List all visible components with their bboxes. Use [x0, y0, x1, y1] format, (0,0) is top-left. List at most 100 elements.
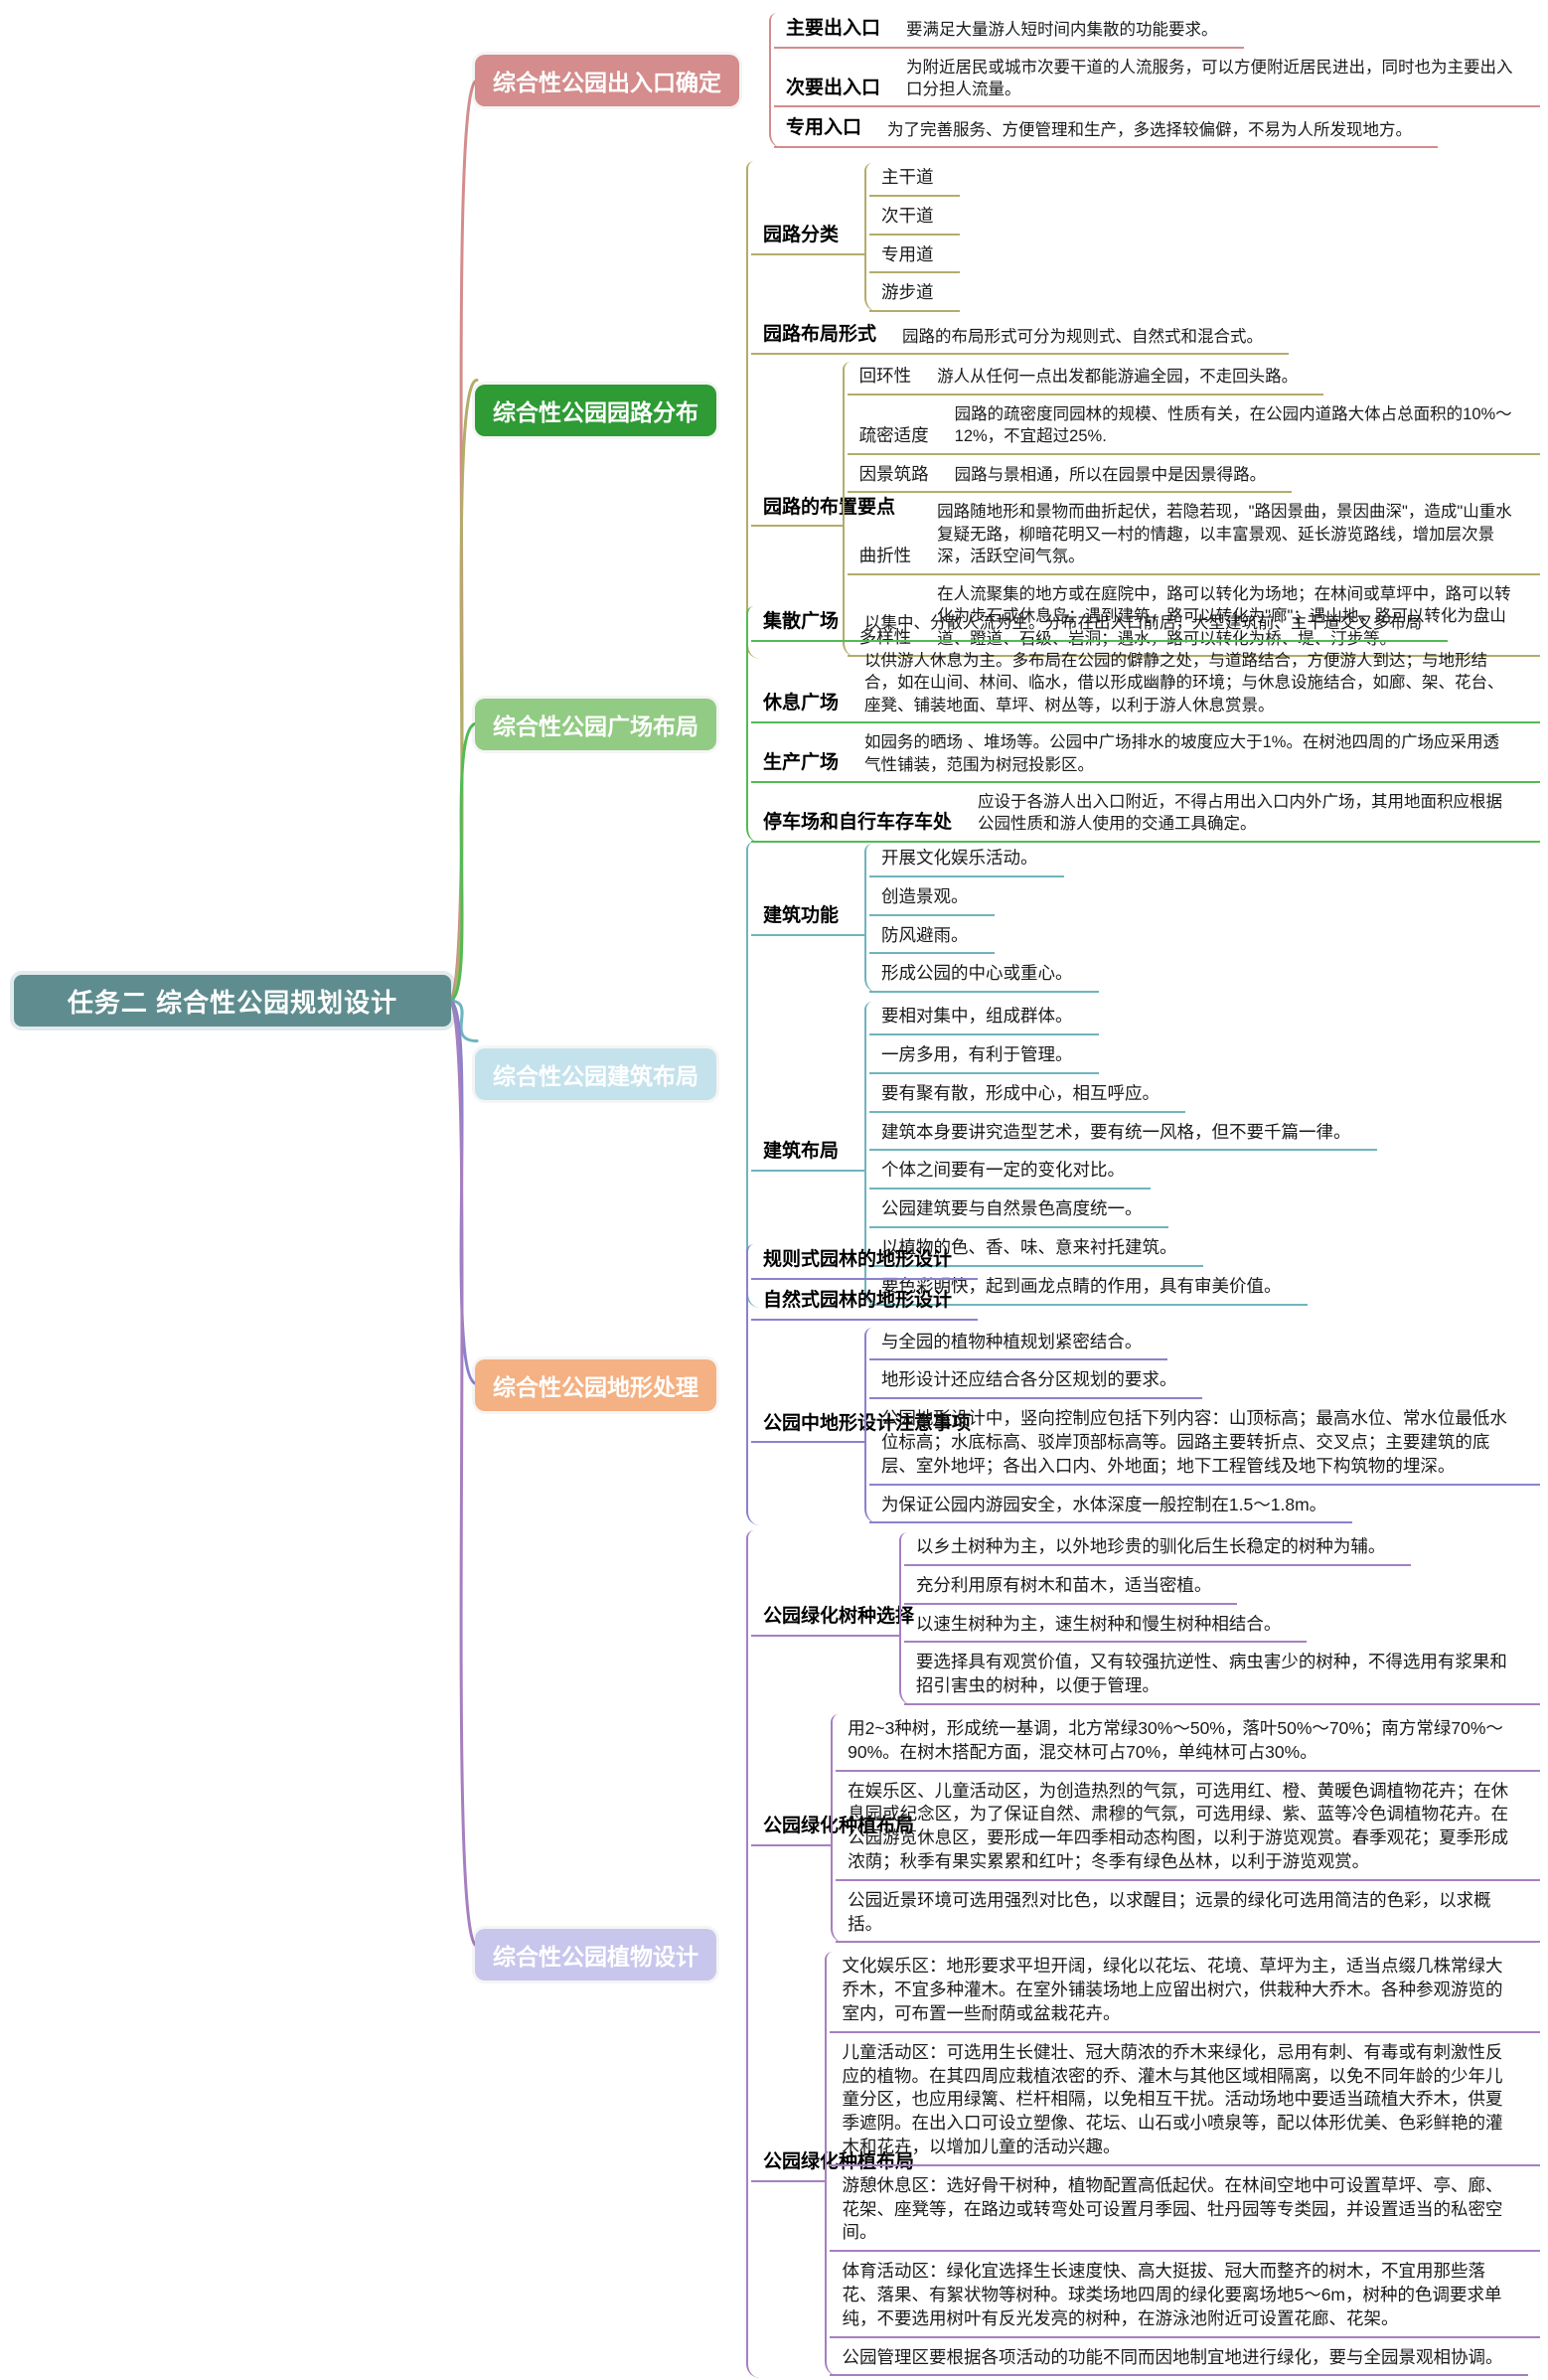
branch-section-4: 综合性公园建筑布局建筑功能开展文化娱乐活动。创造景观。防风避雨。形成公园的中心或… [475, 840, 1540, 1310]
node: 集散广场以集中、分散人流为主。分布在出入口前后，大型建筑前、主干道交叉多布局 [751, 606, 1540, 642]
mindmap-node[interactable]: 休息广场以供游人休息为主。多布局在公园的僻静之处，与道路结合，方便游人到达；与地… [751, 647, 1540, 724]
mindmap-node[interactable]: 地形设计还应结合各分区规划的要求。 [868, 1365, 1203, 1400]
mindmap-node[interactable]: 园路布局形式园路的布局形式可分为规则式、自然式和混合式。 [751, 319, 1290, 356]
mindmap-node[interactable]: 建筑本身要讲究造型艺术，要有统一风格，但不要千篇一律。 [869, 1118, 1377, 1152]
mindmap-node[interactable]: 规则式园林的地形设计 [751, 1244, 979, 1280]
mindmap-node[interactable]: 公园近景环境可选用强烈对比色，以求醒目；远景的绿化可选用简洁的色彩，以求概括。 [836, 1886, 1540, 1944]
node: 要相对集中，组成群体。 [869, 1002, 1540, 1035]
node-label: 开展文化娱乐活动。 [881, 848, 1038, 868]
branch-section-3: 综合性公园广场布局 集散广场以集中、分散人流为主。分布在出入口前后，大型建筑前、主… [475, 604, 1540, 845]
mindmap-node[interactable]: 公园绿化种植布局 [751, 2146, 914, 2182]
node: 公园地形设计中，竖向控制应包括下列内容：山顶标高；最高水位、常水位最低水位标高；… [868, 1404, 1540, 1486]
mindmap-node[interactable]: 以速生树种为主，速生树种和慢生树种相结合。 [903, 1610, 1308, 1644]
node-label: 要色彩明快，起到画龙点睛的作用，具有审美价值。 [881, 1275, 1282, 1296]
node-label: 要相对集中，组成群体。 [881, 1006, 1073, 1027]
mindmap-node[interactable]: 公园地形设计中，竖向控制应包括下列内容：山顶标高；最高水位、常水位最低水位标高；… [868, 1404, 1540, 1486]
mindmap-node[interactable]: 停车场和自行车存车处应设于各游人出入口附近，不得占用出入口内外广场，其用地面积应… [751, 788, 1540, 843]
mindmap-node[interactable]: 公园绿化种植布局 [751, 1811, 914, 1847]
node: 要色彩明快，起到画龙点睛的作用，具有审美价值。 [869, 1272, 1540, 1306]
node-label: 儿童活动区：可选用生长健壮、冠大荫浓的乔木来绿化，忌用有刺、有毒或有刺激性反应的… [842, 2041, 1503, 2156]
mindmap-node[interactable]: 一房多用，有利于管理。 [869, 1040, 1099, 1074]
mindmap-node[interactable]: 要选择具有观赏价值，又有较强抗逆性、病虫害少的树种，不得选用有浆果和招引害虫的树… [903, 1648, 1540, 1705]
root-node[interactable]: 任务二 综合性公园规划设计 [14, 975, 451, 1027]
branch-node[interactable]: 综合性公园园路分布 [475, 384, 716, 436]
mindmap-node[interactable]: 园路分类 [751, 220, 865, 255]
mindmap-node[interactable]: 建筑功能 [751, 900, 865, 936]
node-children: 开展文化娱乐活动。创造景观。防风避雨。形成公园的中心或重心。 [864, 844, 1540, 994]
node-label: 以乡土树种为主，以外地珍贵的驯化后生长稳定的树种为辅。 [915, 1536, 1386, 1556]
mindmap-node[interactable]: 创造景观。 [869, 882, 995, 916]
mindmap-node[interactable]: 公园建筑要与自然景色高度统一。 [869, 1194, 1168, 1228]
node-label: 规则式园林的地形设计 [763, 1249, 953, 1270]
branch-section-6: 综合性公园植物设计 公园绿化树种选择 以乡土树种为主，以外地珍贵的驯化后生长稳定的树… [475, 1528, 1540, 2380]
mindmap-node[interactable]: 回环性游人从任何一点出发都能游遍全园，不走回头路。 [847, 362, 1324, 396]
mindmap-node[interactable]: 要有聚有散，形成中心，相互呼应。 [869, 1079, 1186, 1113]
node-label: 公园绿化树种选择 [763, 1606, 915, 1628]
mindmap-node[interactable]: 园路的布置要点 [751, 492, 895, 528]
branch-node[interactable]: 综合性公园植物设计 [475, 1928, 716, 1981]
mindmap-node[interactable]: 公园中地形设计注意事项 [751, 1408, 971, 1444]
mindmap-node[interactable]: 充分利用原有树木和苗木，适当密植。 [903, 1571, 1238, 1605]
mindmap-node[interactable]: 主要出入口要满足大量游人短时间内集散的功能要求。 [774, 13, 1244, 49]
mindmap-node[interactable]: 体育活动区：绿化宜选择生长速度快、高大挺拔、冠大而整齐的树木，不宜用那些落花、落… [830, 2257, 1540, 2338]
mindmap-node[interactable]: 形成公园的中心或重心。 [869, 959, 1099, 994]
mindmap-node[interactable]: 开展文化娱乐活动。 [869, 844, 1064, 877]
node: 一房多用，有利于管理。 [869, 1040, 1540, 1074]
branch-node[interactable]: 综合性公园建筑布局 [475, 1048, 716, 1101]
branch-connector-path [447, 721, 479, 1003]
node-label: 建筑布局 [763, 1140, 840, 1162]
mindmap-node[interactable]: 要色彩明快，起到画龙点睛的作用，具有审美价值。 [869, 1272, 1308, 1306]
mindmap-node[interactable]: 建筑布局 [751, 1136, 865, 1172]
node: 公园绿化种植布局 用2~3种树，形成统一基调，北方常绿30%～50%，落叶50%～… [751, 1712, 1540, 1945]
node: 为保证公园内游园安全，水体深度一般控制在1.5～1.8m。 [868, 1491, 1540, 1524]
mindmap-node[interactable]: 集散广场以集中、分散人流为主。分布在出入口前后，大型建筑前、主干道交叉多布局 [751, 606, 1449, 642]
mindmap-node[interactable]: 自然式园林的地形设计 [751, 1285, 979, 1321]
mindmap-node[interactable]: 用2~3种树，形成统一基调，北方常绿30%～50%，落叶50%～70%；南方常绿… [836, 1714, 1540, 1772]
node: 以乡土树种为主，以外地珍贵的驯化后生长稳定的树种为辅。 [903, 1532, 1540, 1566]
branch-node[interactable]: 综合性公园广场布局 [475, 698, 716, 750]
mindmap-node[interactable]: 专用入口为了完善服务、方便管理和生产，多选择较偏僻，不易为人所发现地方。 [774, 112, 1439, 149]
mindmap-node[interactable]: 生产广场如园务的晒场 、堆场等。公园中广场排水的坡度应大于1%。在树池四周的广场… [751, 728, 1540, 784]
mindmap-node[interactable]: 专用道 [869, 240, 960, 274]
branch-section-2: 综合性公园园路分布园路分类主干道次干道专用道游步道园路布局形式园路的布局形式可分… [475, 159, 1540, 661]
branch-node[interactable]: 综合性公园地形处理 [475, 1358, 716, 1411]
node-label: 园路的布置要点 [763, 496, 896, 518]
node: 用2~3种树，形成统一基调，北方常绿30%～50%，落叶50%～70%；南方常绿… [836, 1714, 1540, 1772]
node-label: 与全园的植物种植规划紧密结合。 [880, 1331, 1143, 1351]
mindmap-node[interactable]: 防风避雨。 [869, 921, 995, 955]
node: 开展文化娱乐活动。 [869, 844, 1540, 877]
mindmap-node[interactable]: 与全园的植物种植规划紧密结合。 [868, 1328, 1168, 1361]
node-label: 游步道 [881, 282, 934, 303]
node: 体育活动区：绿化宜选择生长速度快、高大挺拔、冠大而整齐的树木，不宜用那些落花、落… [830, 2257, 1540, 2338]
node: 与全园的植物种植规划紧密结合。 [868, 1328, 1540, 1361]
node: 曲折性园路随地形和景物而曲折起伏，若隐若现，"路因景曲，景因曲深"，造成"山重水… [847, 498, 1540, 575]
node-label: 建筑本身要讲究造型艺术，要有统一风格，但不要千篇一律。 [881, 1121, 1351, 1142]
mindmap-node[interactable]: 游憩休息区：选好骨干树种，植物配置高低起伏。在林间空地中可设置草坪、亭、廊、花架… [830, 2171, 1540, 2253]
mindmap-node[interactable]: 要相对集中，组成群体。 [869, 1002, 1099, 1035]
mindmap-node[interactable]: 以植物的色、香、味、意来衬托建筑。 [869, 1233, 1203, 1267]
node: 回环性游人从任何一点出发都能游遍全园，不走回头路。 [847, 362, 1540, 396]
mindmap-node[interactable]: 疏密适度园路的疏密度同园林的规模、性质有关，在公园内道路大体占总面积的10%～1… [847, 400, 1540, 455]
mindmap-node[interactable]: 在娱乐区、儿童活动区，为创造热烈的气氛，可选用红、橙、黄暖色调植物花卉；在休息园… [836, 1777, 1540, 1881]
node-label: 文化娱乐区：地形要求平坦开阔，绿化以花坛、花境、草坪为主，适当点缀几株常绿大乔木… [842, 1956, 1503, 2023]
mindmap-node[interactable]: 公园管理区要根据各项活动的功能不同而因地制宜地进行绿化，要与全园景观相协调。 [830, 2343, 1529, 2377]
mindmap-node[interactable]: 因景筑路园路与景相通，所以在园景中是因景得路。 [847, 460, 1293, 494]
mindmap-node[interactable]: 文化娱乐区：地形要求平坦开阔，绿化以花坛、花境、草坪为主，适当点缀几株常绿大乔木… [830, 1952, 1540, 2033]
mindmap-node[interactable]: 以乡土树种为主，以外地珍贵的驯化后生长稳定的树种为辅。 [903, 1532, 1412, 1566]
node: 建筑功能开展文化娱乐活动。创造景观。防风避雨。形成公园的中心或重心。 [751, 842, 1540, 995]
mindmap-node[interactable]: 次要出入口为附近居民或城市次要干道的人流服务，可以方便附近居民进出，同时也为主要… [774, 54, 1540, 108]
mindmap-node[interactable]: 公园绿化树种选择 [751, 1601, 914, 1637]
mindmap-node[interactable]: 曲折性园路随地形和景物而曲折起伏，若隐若现，"路因景曲，景因曲深"，造成"山重水… [847, 498, 1540, 575]
branch-children: 园路分类主干道次干道专用道游步道园路布局形式园路的布局形式可分为规则式、自然式和… [746, 161, 1540, 660]
mindmap-node[interactable]: 游步道 [869, 278, 960, 313]
mindmap-node[interactable]: 主干道 [869, 163, 960, 197]
mindmap-node[interactable]: 多样性在人流聚集的地方或在庭院中，路可以转化为场地；在林间或草坪中，路可以转化为… [847, 580, 1540, 658]
branch-node[interactable]: 综合性公园出入口确定 [475, 55, 739, 106]
mindmap-node[interactable]: 儿童活动区：可选用生长健壮、冠大荫浓的乔木来绿化，忌用有刺、有毒或有刺激性反应的… [830, 2038, 1540, 2166]
mindmap-node[interactable]: 次干道 [869, 202, 960, 236]
node: 园路的布置要点 回环性游人从任何一点出发都能游遍全园，不走回头路。疏密适度园路的疏… [751, 360, 1540, 659]
mindmap-node[interactable]: 为保证公园内游园安全，水体深度一般控制在1.5～1.8m。 [868, 1491, 1353, 1524]
mindmap-node[interactable]: 个体之间要有一定的变化对比。 [869, 1156, 1152, 1190]
node-label: 个体之间要有一定的变化对比。 [881, 1160, 1126, 1181]
node: 次要出入口为附近居民或城市次要干道的人流服务，可以方便附近居民进出，同时也为主要… [774, 54, 1540, 108]
